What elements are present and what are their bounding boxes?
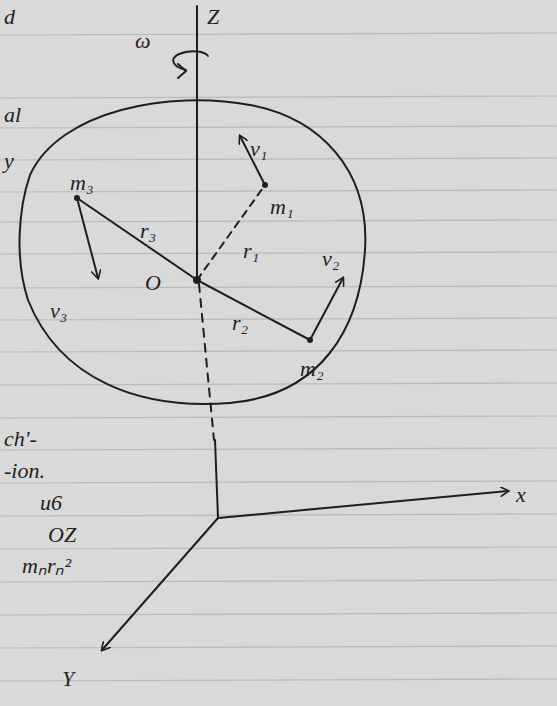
axis-label: Y	[62, 668, 74, 690]
rotation-arrow	[173, 51, 208, 70]
axis-label: Z	[207, 6, 219, 28]
origin-label: O	[145, 272, 161, 294]
body-outline	[20, 100, 366, 404]
velocity-label: v₁	[250, 138, 267, 160]
mass-label: m₁	[270, 196, 294, 218]
origin-point	[193, 276, 201, 284]
z-axis	[196, 6, 198, 282]
radius-label: r₁	[243, 240, 259, 262]
ruled-lines	[0, 33, 557, 681]
radius-line	[197, 280, 310, 340]
mass-point	[307, 337, 313, 343]
margin-note: u6	[40, 492, 62, 514]
radius-label: r₂	[232, 312, 248, 334]
x-axis	[218, 491, 508, 518]
mass-point	[74, 195, 80, 201]
velocity-arrow	[77, 198, 98, 278]
z-axis-lower	[215, 440, 218, 518]
radius-label: r₃	[140, 220, 156, 242]
y-axis	[102, 518, 218, 650]
margin-note: al	[4, 104, 21, 126]
radius-line	[197, 185, 265, 280]
margin-note: d	[4, 6, 15, 28]
margin-note: -ion.	[4, 460, 45, 482]
velocity-label: v₂	[322, 248, 339, 270]
radius-line	[77, 198, 197, 280]
margin-note: mₙrₙ²	[22, 555, 71, 577]
velocity-arrow	[310, 278, 343, 340]
z-axis-hidden	[199, 284, 214, 440]
mass-point	[262, 182, 268, 188]
margin-note: OZ	[48, 524, 76, 546]
velocity-label: v₃	[50, 300, 67, 322]
omega-label: ω	[135, 30, 151, 52]
mass-label: m₂	[300, 358, 324, 380]
axis-label: x	[516, 484, 526, 506]
margin-note: y	[4, 150, 14, 172]
mass-label: m₃	[70, 172, 94, 194]
rotation-arrowhead	[178, 64, 186, 78]
margin-note: ch'-	[4, 428, 37, 450]
